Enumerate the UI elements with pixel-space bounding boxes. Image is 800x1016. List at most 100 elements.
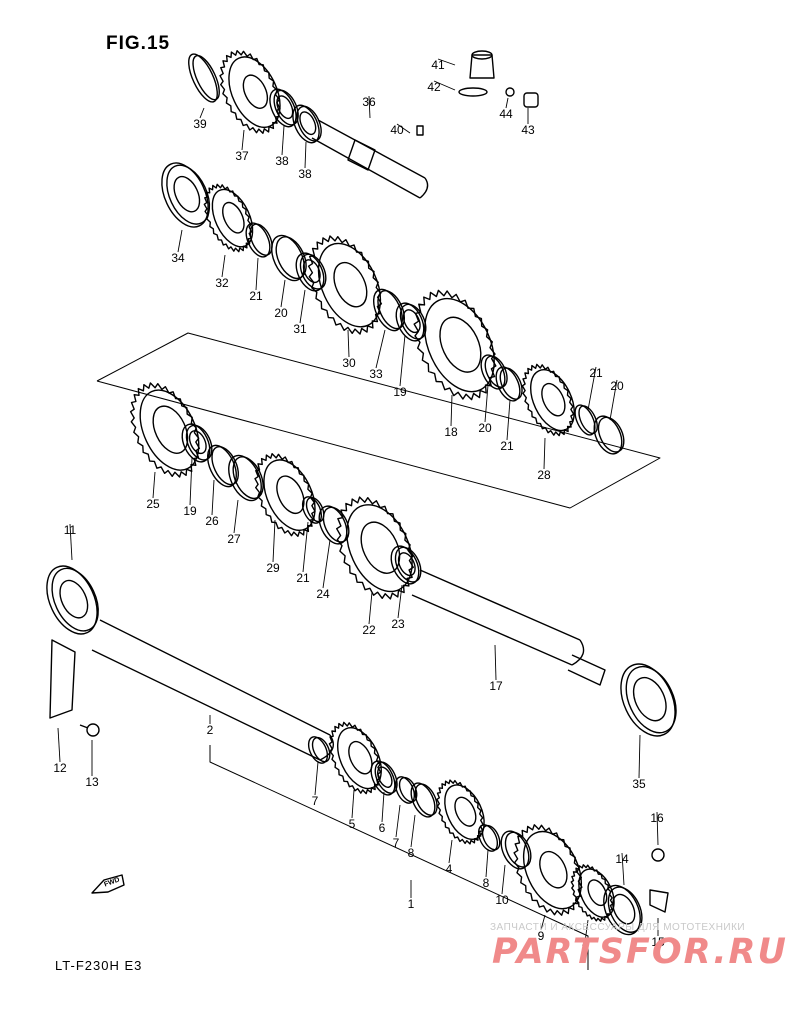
leader-line [233,499,239,534]
leader-line [501,864,506,895]
leader-line [221,254,226,278]
leader-line [506,399,511,441]
callout-label: 15 [651,935,665,949]
callout-label: 6 [379,821,386,835]
gear-9 [513,824,583,916]
callout-label: 5 [349,817,356,831]
leader-line [584,919,589,943]
leader-line [410,814,416,848]
callout-label: 10 [495,893,509,907]
leader-line [375,329,386,369]
callout-label: 11 [64,523,77,537]
countershaft-36 [311,119,429,199]
callout-label: 29 [266,561,280,575]
assembly-frame-middle [96,332,661,509]
leader-line [351,789,355,819]
plate-12 [49,639,76,719]
watermark-tagline: ЗАПЧАСТИ И АКСЕССУАРЫ ДЛЯ МОТОТЕХНИКИ [490,922,746,933]
circlip-21b [495,366,523,402]
callout-label: 3 [582,941,589,955]
leader-line [656,811,659,846]
gear-25 [129,382,201,478]
leader-line [302,521,309,573]
bearing-34 [161,162,211,228]
callout-label: 39 [193,117,207,131]
gear-18 [413,289,497,401]
callout-label: 28 [537,468,551,482]
callout-label: 7 [393,836,400,850]
callout-label: 38 [275,154,289,168]
needle-bearing-38a [269,88,299,128]
callout-label: 17 [489,679,503,693]
leader-line [280,279,286,308]
callout-label: 25 [146,497,160,511]
leader-line [494,644,497,681]
leader-line [347,329,350,358]
bushing-19b [181,423,213,463]
callout-label: 9 [538,929,545,943]
o-ring-42 [458,87,488,97]
callout-label: 7 [312,794,319,808]
washer-10 [500,830,532,870]
callout-label: 18 [444,425,458,439]
leader-line [189,457,193,506]
leader-line [299,289,306,324]
leader-line [587,366,597,411]
washer-24 [318,505,350,545]
callout-label: 1 [408,897,415,911]
fwd-arrow-icon [91,874,125,894]
callout-label: 33 [369,367,383,381]
washer-8a [410,782,438,818]
callout-label: 16 [650,811,664,825]
callout-label: 12 [53,761,67,775]
callout-label: 4 [446,862,453,876]
circlip-21d [301,496,325,524]
bushing-6 [370,760,398,796]
callout-label: 30 [342,356,356,370]
gear-29 [254,453,316,537]
leader-line [368,95,371,119]
leader-line [368,591,373,625]
callout-label: 8 [483,876,490,890]
gear-32 [203,183,254,253]
circlip-7a [307,736,331,764]
gear-4 [436,779,485,845]
gear-22 [336,496,414,600]
callout-label: 31 [293,322,307,336]
callout-label: 13 [85,775,99,789]
leader-line [395,804,401,838]
bearing-11 [46,565,99,635]
figure-title: FIG.15 [106,33,171,54]
leader-line [199,107,205,119]
leader-line [448,839,453,864]
callout-label: 34 [171,251,185,265]
bushing-19a [395,302,427,342]
callout-label: 41 [431,58,445,72]
leader-line [255,257,259,291]
callout-label: 32 [215,276,229,290]
circlip-39 [188,53,220,103]
leader-line [57,727,61,763]
mainshaft-2 [91,619,334,761]
leader-line [638,734,641,779]
leader-line [450,394,453,427]
callout-label: 23 [391,617,405,631]
leader-line [314,761,319,796]
driveshaft-17 [411,569,606,686]
callout-label: 8 [408,846,415,860]
callout-label: 2 [207,723,214,737]
callout-label: 27 [227,532,241,546]
callout-label: 14 [615,852,629,866]
leader-line [241,129,245,151]
model-code: LT-F230H E3 [55,958,143,973]
callout-label: 21 [249,289,263,303]
leader-line [543,437,546,470]
washer-8b [477,824,501,852]
callout-label: 21 [500,439,514,453]
leader-line [433,80,456,91]
callout-label: 20 [610,379,624,393]
callout-label: 26 [205,514,219,528]
assembly-frame-lower [209,745,589,970]
washer-20a [271,234,307,282]
